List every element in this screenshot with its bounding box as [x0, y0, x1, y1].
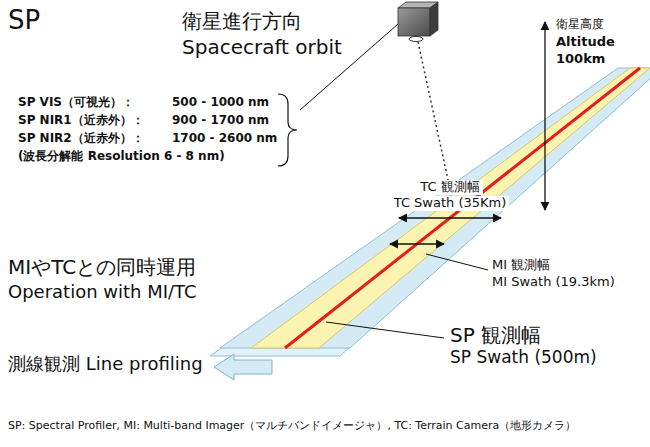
swath-label: SP Swath (500m): [450, 348, 597, 368]
swath-label: TC 観測幅: [417, 180, 482, 195]
band-name: SP NIR2（近赤外）：: [18, 132, 144, 146]
satellite-body: [430, 2, 438, 36]
altitude-label: 衛星高度: [556, 18, 604, 32]
leader-line: [326, 322, 444, 338]
swath-label: TC Swath (35Km): [391, 196, 510, 211]
tc-width-arrow: [399, 217, 501, 218]
satellite-body: [398, 8, 430, 36]
mi-swath-strip: [251, 68, 650, 348]
band-name: SP VIS（可視光）：: [18, 96, 134, 110]
operation-label: Operation with MI/TC: [8, 282, 197, 303]
swath-label: MI 観測幅: [492, 258, 550, 273]
mi-width-arrow: [390, 243, 444, 244]
heading-en: Spacecraft orbit: [182, 36, 342, 59]
brace: [278, 94, 297, 166]
satellite-sensor: [409, 37, 423, 42]
heading-jp: 衛星進行方向: [182, 10, 302, 33]
altitude-label: Altitude: [556, 35, 615, 50]
band-range: 1700 - 2600 nm: [172, 132, 277, 146]
swath-label: MI Swath (19.3km): [492, 275, 615, 290]
direction-arrow: [214, 354, 272, 380]
band-name: SP NIR1（近赤外）：: [18, 114, 144, 128]
band-range: 900 - 1700 nm: [172, 114, 269, 128]
band-range: 500 - 1000 nm: [172, 96, 269, 110]
resolution-note: (波長分解能 Resolution 6 - 8 nm): [18, 150, 225, 164]
swath-label: SP 観測幅: [450, 324, 541, 347]
tc-swath-strip: [220, 68, 650, 348]
operation-label: MIやTCとの同時運用: [8, 256, 196, 279]
sp-line: [285, 68, 640, 348]
leader-line: [426, 254, 488, 270]
diagram-title: SP: [8, 6, 40, 36]
altitude-value: 100km: [556, 52, 605, 67]
profiling-label: 測線観測 Line profiling: [8, 354, 203, 375]
caption: SP: Spectral Profiler, MI: Multi-band Im…: [8, 420, 576, 433]
altitude-arrow: [544, 22, 545, 210]
